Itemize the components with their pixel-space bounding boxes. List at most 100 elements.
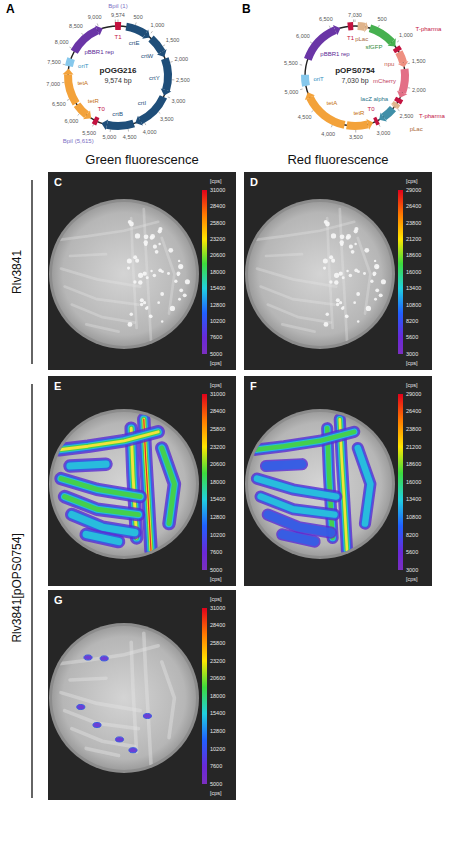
position-tick [408, 63, 410, 65]
position-tick [135, 23, 137, 25]
colony [349, 274, 353, 278]
scale-value: 21200 [406, 444, 421, 450]
feature-arc [115, 22, 121, 30]
fluorescence-signal [268, 515, 331, 533]
position-tick [170, 61, 172, 63]
fluorescence-signal [255, 432, 354, 450]
terminator-label: T1 [347, 35, 354, 42]
colony [144, 234, 149, 239]
position-tick [168, 96, 170, 98]
scale-unit: [cps] [210, 576, 222, 582]
colony [150, 270, 153, 273]
fluorescence-signal [255, 432, 354, 450]
scale-value: 31000 [210, 391, 225, 397]
colony [381, 279, 386, 284]
position-label: 3,500 [349, 134, 363, 140]
colony [161, 270, 164, 273]
colony [374, 264, 379, 269]
fluorescence-signal [268, 515, 331, 533]
colony [153, 245, 157, 249]
position-tick [110, 129, 111, 131]
feature-label: tetR [353, 110, 364, 117]
position-label: 5,500 [82, 130, 96, 136]
colony [135, 233, 140, 238]
scale-value: 5600 [406, 334, 418, 340]
position-tick [97, 23, 99, 25]
image-background [244, 172, 432, 370]
position-tick [331, 125, 332, 127]
petri-dish-rim [49, 409, 199, 559]
position-label: 5,000 [102, 134, 116, 140]
position-tick [151, 31, 153, 33]
site-label: BpiI (5,615) [63, 138, 94, 145]
feature-arc [107, 123, 134, 126]
scale-value: 10200 [210, 746, 225, 752]
feature-arrowhead [379, 112, 387, 121]
position-tick [163, 45, 165, 46]
scale-value: 26400 [406, 408, 421, 414]
colony [178, 298, 181, 301]
fluorescence-signal [59, 432, 158, 450]
plasmid-name: pOPS0754 [335, 66, 375, 75]
position-label: 8,500 [69, 23, 83, 29]
bacterial-streak [358, 238, 371, 314]
feature-label: tetR [88, 98, 99, 105]
dish-content [59, 633, 174, 764]
bacterial-streak [65, 287, 139, 305]
bacterial-streak [282, 324, 314, 331]
scale-value: 31000 [210, 605, 225, 611]
petri-dish-rim [49, 199, 199, 349]
scale-value: 23200 [210, 444, 225, 450]
colony [168, 248, 173, 253]
colony [170, 306, 175, 311]
scale-value: 16000 [406, 269, 421, 275]
fluorescence-signal [266, 464, 302, 466]
position-tick [408, 87, 410, 89]
plasmid-size: 9,574 bp [104, 77, 131, 85]
colony [150, 234, 155, 239]
bacterial-streak [61, 269, 140, 287]
fluorescence-signal [59, 432, 158, 450]
colony [372, 272, 376, 276]
feature-arc [348, 22, 353, 30]
scale-value: 16000 [406, 479, 421, 485]
bacterial-streak [255, 222, 354, 240]
scale-unit: [cps] [406, 382, 418, 388]
feature-arc [370, 28, 392, 42]
position-label: 6,000 [296, 33, 310, 39]
scale-value: 12800 [210, 514, 225, 520]
colony [339, 301, 342, 304]
image-background [48, 590, 236, 800]
panel-letter: F [250, 380, 257, 393]
scale-value: 15400 [210, 285, 225, 291]
bacterial-streak [162, 662, 175, 738]
scale-unit: [cps] [406, 576, 418, 582]
colony [363, 272, 366, 275]
position-label: 2,000 [412, 87, 426, 93]
colony [346, 234, 351, 239]
petri-dish [52, 412, 196, 556]
scale-value: 28400 [210, 622, 225, 628]
position-label: 5,000 [285, 89, 299, 95]
scale-value: 26400 [406, 203, 421, 209]
scale-unit: [cps] [210, 596, 222, 602]
colony [183, 293, 187, 297]
bacterial-streak [144, 633, 151, 764]
colony [178, 260, 180, 262]
site-label: BpiI (1) [108, 3, 127, 10]
feature-label: pLac [410, 126, 423, 133]
fluorescence-signal [59, 432, 158, 450]
scale-value: 31000 [210, 187, 225, 193]
column-heading: Red fluorescence [287, 153, 388, 168]
feature-arc [77, 105, 87, 115]
colony [153, 274, 157, 278]
position-label: 2,500 [176, 77, 190, 83]
colony [346, 270, 349, 273]
strain-bracket [31, 384, 32, 798]
colony [128, 322, 133, 327]
scale-value: 10200 [210, 318, 225, 324]
fluorescence-signal [358, 448, 371, 524]
scale-value: 3000 [406, 567, 418, 573]
scale-value: 8200 [406, 532, 418, 538]
colony [345, 314, 349, 318]
